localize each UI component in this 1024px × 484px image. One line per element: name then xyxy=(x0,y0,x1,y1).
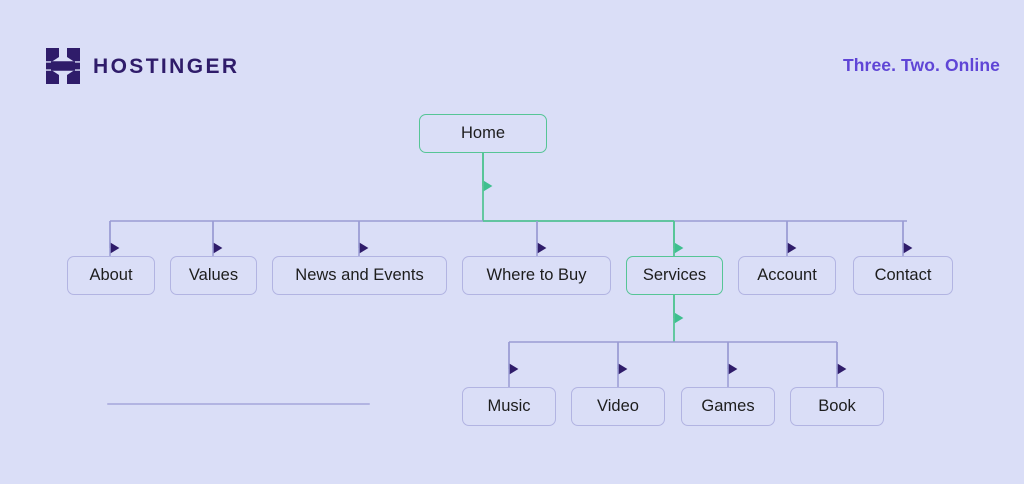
node-label: Video xyxy=(597,397,639,416)
node-account[interactable]: Account xyxy=(738,256,836,295)
node-label: Account xyxy=(757,266,817,285)
node-about[interactable]: About xyxy=(67,256,155,295)
node-contact[interactable]: Contact xyxy=(853,256,953,295)
node-home[interactable]: Home xyxy=(419,114,547,153)
node-services[interactable]: Services xyxy=(626,256,723,295)
node-video[interactable]: Video xyxy=(571,387,665,426)
node-label: News and Events xyxy=(295,266,424,285)
brand-lockup: HOSTINGER xyxy=(46,48,239,84)
hostinger-h-logo-icon xyxy=(46,48,80,84)
node-label: Values xyxy=(188,266,239,285)
tagline: Three. Two. Online xyxy=(842,55,1000,75)
node-book[interactable]: Book xyxy=(790,387,884,426)
node-label: Games xyxy=(701,397,755,416)
node-games[interactable]: Games xyxy=(681,387,775,426)
node-news-and-events[interactable]: News and Events xyxy=(272,256,447,295)
node-music[interactable]: Music xyxy=(462,387,556,426)
node-label: Music xyxy=(487,397,531,416)
node-label: Where to Buy xyxy=(486,266,587,285)
brand-name: HOSTINGER xyxy=(93,54,240,78)
node-where-to-buy[interactable]: Where to Buy xyxy=(462,256,611,295)
node-label: Book xyxy=(818,397,856,416)
node-label: Services xyxy=(642,266,707,285)
node-label: Contact xyxy=(874,266,932,285)
footer-divider xyxy=(107,403,370,405)
node-values[interactable]: Values xyxy=(170,256,257,295)
node-label: About xyxy=(89,266,133,285)
node-label: Home xyxy=(460,124,505,143)
